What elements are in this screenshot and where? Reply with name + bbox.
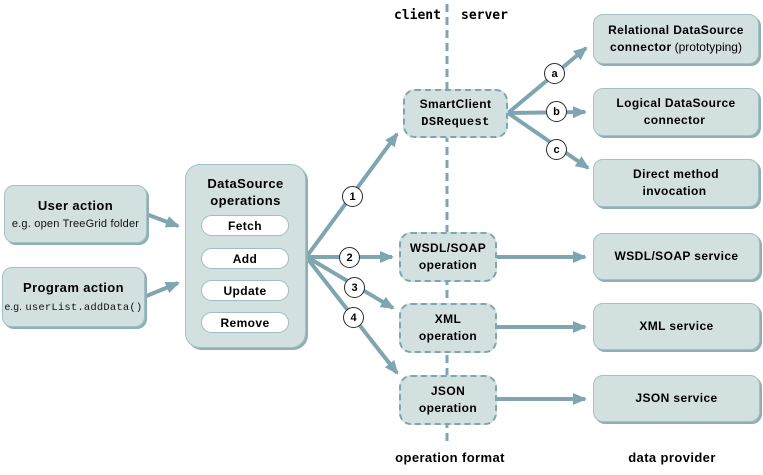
relational-datasource-connector-box: Relational DataSource connector(prototyp… [593,14,759,64]
smartclient-label: SmartClient [419,97,492,112]
program-action-box: Program action e.g. userList.addData() [2,267,145,327]
arrow-program-action-to-datasource [143,281,180,299]
step-marker-4: 4 [343,307,364,328]
remove-operation-pill: Remove [201,312,289,333]
step-marker-2: 2 [339,247,360,268]
smartclient-dsrequest-box: SmartClient DSRequest [403,89,508,138]
dsrequest-label: DSRequest [421,114,490,129]
step-marker-1: 1 [342,186,363,207]
arrow-user-action-to-datasource [145,212,180,228]
update-operation-pill: Update [201,280,289,301]
json-operation-box: JSON operation [399,375,497,425]
wsdl-soap-operation-box: WSDL/SOAP operation [399,232,497,282]
arrow-c-to-direct-invocation [506,111,590,170]
json-service-box: JSON service [593,375,760,422]
branch-marker-c: c [546,139,567,160]
direct-method-invocation-box: Direct method invocation [593,159,759,207]
data-provider-label: data provider [628,450,716,465]
xml-operation-box: XML operation [399,303,497,353]
datasource-operations-title: DataSource operations [207,176,284,208]
user-action-example: e.g. open TreeGrid folder [11,218,140,231]
add-operation-pill: Add [201,248,289,269]
wsdl-soap-service-box: WSDL/SOAP service [593,233,760,280]
fetch-operation-pill: Fetch [201,215,289,236]
branch-marker-a: a [544,63,565,84]
program-action-title: Program action [23,280,124,296]
server-zone-label: server [461,8,508,23]
step-marker-3: 3 [344,277,365,298]
client-zone-label: client [394,8,441,23]
branch-marker-b: b [546,101,567,122]
user-action-title: User action [37,197,114,213]
logical-datasource-connector-box: Logical DataSource connector [593,88,759,136]
xml-service-box: XML service [593,303,760,350]
user-action-box: User action e.g. open TreeGrid folder [4,185,147,243]
program-action-example: e.g. userList.addData() [4,301,143,314]
operation-format-label: operation format [395,450,505,465]
